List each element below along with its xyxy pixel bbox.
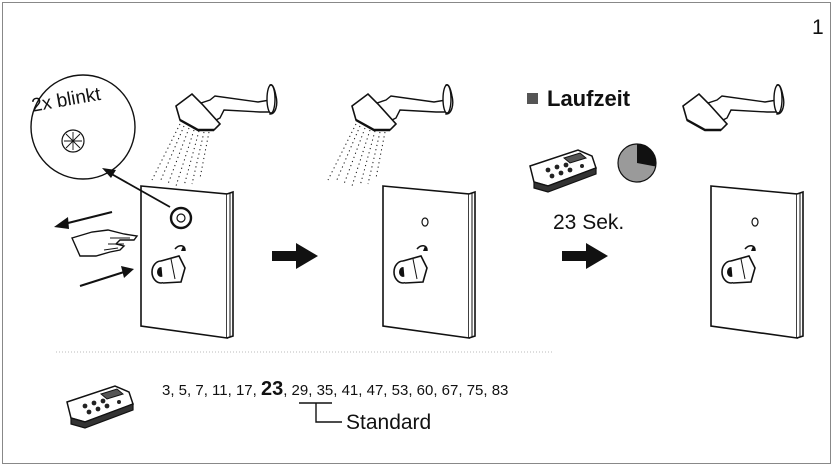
- sensor-highlight-icon: [169, 206, 193, 230]
- sensor-icon: [421, 217, 429, 227]
- standard-value: 23: [260, 378, 284, 400]
- standard-bracket: [299, 402, 342, 423]
- standard-label: Standard: [346, 411, 432, 434]
- page-number: 1: [812, 16, 824, 39]
- shower-head-icon: [174, 83, 278, 132]
- pie-timer-icon: [617, 143, 657, 183]
- remote-control-icon: [529, 149, 597, 193]
- shower-head-icon: [681, 83, 785, 132]
- blink-indicator-bubble-icon: [30, 74, 136, 180]
- wave-left-arrow-icon: [54, 211, 113, 229]
- wall-panel-icon: [382, 185, 476, 339]
- hand-icon: [71, 229, 139, 257]
- runtime-values: 3, 5, 7, 11, 17, 23, 29, 35, 41, 47, 53,…: [162, 378, 508, 401]
- seconds-label: 23 Sek.: [553, 211, 625, 234]
- values-after: , 29, 35, 41, 47, 53, 60, 67, 75, 83: [283, 382, 509, 399]
- arrow-right-icon: [272, 243, 318, 269]
- pointer-arrow-icon: [102, 168, 171, 208]
- runtime-heading: Laufzeit: [527, 86, 630, 112]
- square-bullet-icon: [527, 93, 538, 104]
- sensor-icon: [751, 217, 759, 227]
- shower-head-icon: [350, 83, 454, 132]
- spray-icon: [151, 123, 210, 187]
- values-before: 3, 5, 7, 11, 17,: [162, 382, 261, 399]
- wall-panel-icon: [710, 185, 804, 339]
- runtime-label: Laufzeit: [547, 86, 631, 111]
- arrow-right-icon: [562, 243, 608, 269]
- remote-control-icon: [66, 385, 134, 429]
- spray-icon: [327, 123, 386, 187]
- wave-right-arrow-icon: [79, 266, 134, 287]
